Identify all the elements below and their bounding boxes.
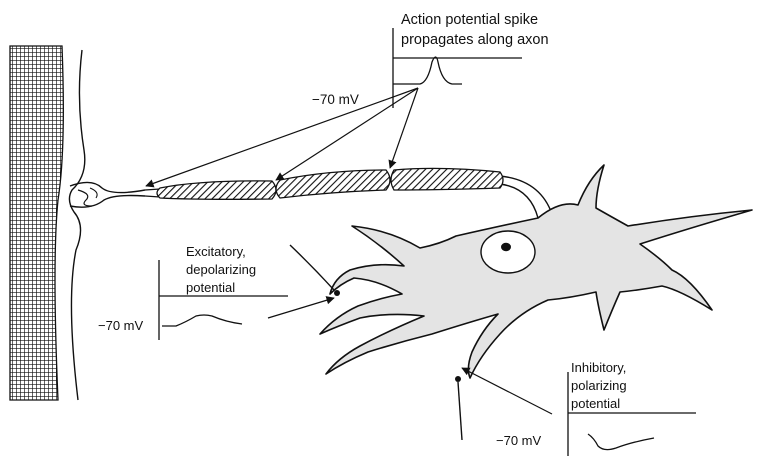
excitatory-terminal-knob	[334, 290, 340, 296]
neuron-cell-body	[320, 165, 752, 378]
excitatory-presynaptic-terminal	[290, 245, 334, 290]
inhibitory-presynaptic-terminal	[458, 382, 462, 440]
inhibitory-terminal-knob	[455, 376, 461, 382]
neuromuscular-junction	[70, 182, 145, 207]
action-potential-label-line1: Action potential spike	[401, 12, 538, 28]
excitatory-label-line3: potential	[186, 280, 235, 295]
action-potential-label-line2: propagates along axon	[401, 32, 549, 48]
top-voltage-label: −70 mV	[312, 92, 359, 107]
excitatory-label-line2: depolarizing	[186, 262, 256, 277]
myelin-sheath	[157, 168, 503, 199]
muscle-fiber	[10, 46, 63, 400]
excitatory-arrow	[268, 298, 334, 318]
excitatory-label-line1: Excitatory,	[186, 244, 246, 259]
inhibitory-label-line1: Inhibitory,	[571, 360, 626, 375]
nucleus	[481, 231, 535, 273]
bottom-voltage-label: −70 mV	[496, 433, 541, 448]
left-voltage-label: −70 mV	[98, 318, 143, 333]
inhibitory-label-line2: polarizing	[571, 378, 627, 393]
inhibitory-label-line3: potential	[571, 396, 620, 411]
inhibitory-arrow	[462, 368, 552, 414]
muscle-membrane	[69, 50, 84, 400]
nucleolus	[501, 243, 511, 251]
